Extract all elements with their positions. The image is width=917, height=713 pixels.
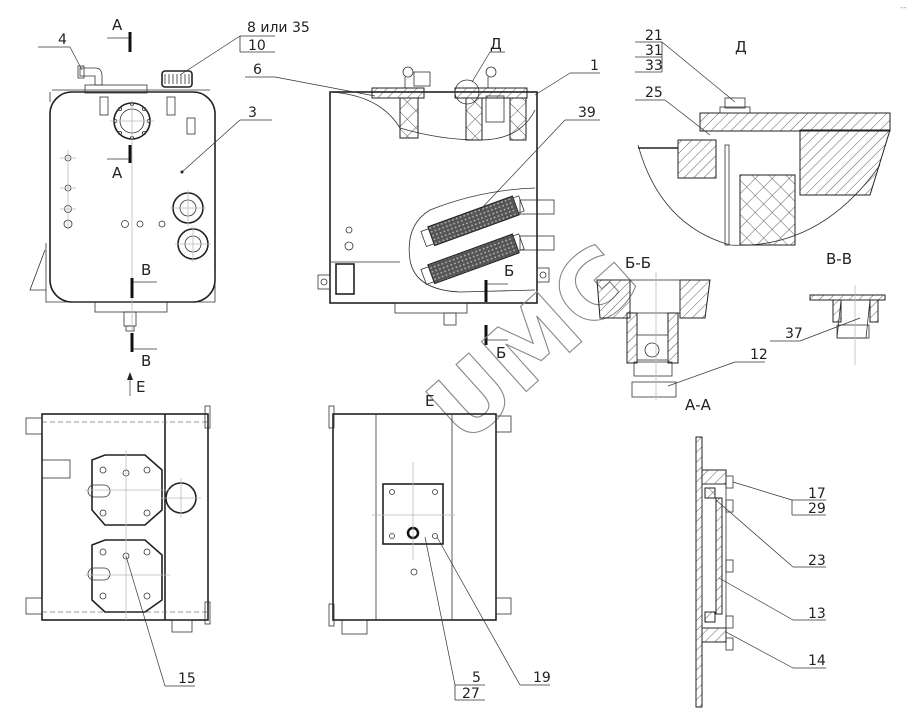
callout-19: 19 bbox=[436, 536, 551, 686]
callout-1: 1 bbox=[534, 58, 600, 96]
breakout-cooler bbox=[408, 187, 536, 293]
sight-glass-section bbox=[695, 436, 734, 708]
svg-text:4: 4 bbox=[58, 32, 67, 48]
callout-23: 23 bbox=[715, 499, 826, 569]
svg-text:23: 23 bbox=[808, 553, 826, 569]
filter-element bbox=[739, 174, 796, 246]
top-plate bbox=[84, 84, 148, 94]
callout-13: 13 bbox=[718, 577, 826, 622]
label-b-bottom: Б bbox=[496, 344, 506, 362]
tank-body-view-e bbox=[332, 413, 497, 621]
svg-text:6: 6 bbox=[253, 62, 262, 78]
section-bb-title: Б-Б bbox=[625, 254, 651, 272]
detail-d-title: Д bbox=[735, 38, 747, 56]
svg-text:14: 14 bbox=[808, 653, 826, 669]
flange-lower bbox=[91, 539, 163, 613]
label-v-bottom: В bbox=[141, 352, 151, 370]
callout-4: 4 bbox=[38, 32, 83, 71]
svg-text:10: 10 bbox=[248, 38, 266, 54]
section-vv-view: В-В bbox=[809, 250, 886, 365]
section-aa-title: А-А bbox=[685, 396, 712, 414]
section-vv-title: В-В bbox=[826, 250, 852, 268]
callout-25: 25 bbox=[635, 85, 711, 136]
svg-text:37: 37 bbox=[785, 326, 803, 342]
section-cut-a: А А bbox=[107, 16, 132, 182]
callout-3: 3 bbox=[180, 105, 272, 174]
svg-text:8 или 35: 8 или 35 bbox=[247, 20, 310, 36]
callout-14: 14 bbox=[725, 631, 826, 669]
callout-17-29: 17 29 bbox=[732, 481, 826, 517]
svg-text:39: 39 bbox=[578, 105, 596, 121]
svg-text:29: 29 bbox=[808, 501, 826, 517]
view-e-title: Е bbox=[425, 392, 434, 410]
svg-text:15: 15 bbox=[178, 671, 196, 687]
front-view bbox=[29, 65, 216, 332]
elbow-fitting bbox=[79, 67, 103, 86]
label-v-top: В bbox=[141, 261, 151, 279]
bottom-view bbox=[25, 405, 211, 633]
callout-12: 12 bbox=[667, 347, 768, 387]
filler-cap bbox=[161, 70, 193, 88]
view-e: Е bbox=[328, 392, 512, 635]
callout-39: 39 bbox=[479, 105, 600, 211]
label-b-top: Б bbox=[504, 262, 514, 280]
callout-15: 15 bbox=[125, 555, 196, 687]
svg-text:12: 12 bbox=[750, 347, 768, 363]
tank-body-bottom bbox=[41, 413, 209, 621]
side-view bbox=[317, 66, 555, 326]
svg-text:21: 21 bbox=[645, 28, 663, 44]
label-d-marker: Д bbox=[490, 35, 502, 53]
svg-text:1: 1 bbox=[590, 58, 599, 74]
callout-21-31-33: 21 31 33 bbox=[635, 28, 736, 103]
corner-mark: -- bbox=[900, 3, 907, 13]
tank-body-front bbox=[49, 91, 216, 303]
label-a-bottom: А bbox=[112, 164, 123, 182]
tank-wall bbox=[695, 436, 703, 708]
svg-text:31: 31 bbox=[645, 43, 663, 59]
svg-text:27: 27 bbox=[462, 686, 480, 702]
label-a-top: А bbox=[112, 16, 123, 34]
svg-text:3: 3 bbox=[248, 105, 257, 121]
callout-6: 6 bbox=[245, 62, 376, 97]
flange-upper bbox=[91, 454, 163, 526]
view-e-arrow: Е bbox=[127, 372, 145, 396]
svg-text:25: 25 bbox=[645, 85, 663, 101]
cover-plate bbox=[699, 112, 891, 132]
callout-8-or-35-and-10: 8 или 35 10 bbox=[179, 20, 310, 76]
detail-d-view: Д bbox=[637, 38, 891, 246]
callout-37: 37 bbox=[770, 317, 861, 342]
section-cut-v: В В bbox=[130, 261, 157, 370]
section-cut-b: Б Б bbox=[484, 262, 514, 362]
svg-text:33: 33 bbox=[645, 58, 663, 74]
svg-text:5: 5 bbox=[472, 670, 481, 686]
svg-text:13: 13 bbox=[808, 606, 826, 622]
section-bb-view: Б-Б А-А bbox=[596, 254, 712, 414]
svg-text:19: 19 bbox=[533, 670, 551, 686]
detail-d-marker: Д bbox=[454, 35, 505, 105]
callout-5-27: 5 27 bbox=[424, 536, 485, 702]
label-e-arrow: Е bbox=[136, 378, 145, 396]
glass bbox=[715, 497, 723, 615]
svg-text:17: 17 bbox=[808, 486, 826, 502]
